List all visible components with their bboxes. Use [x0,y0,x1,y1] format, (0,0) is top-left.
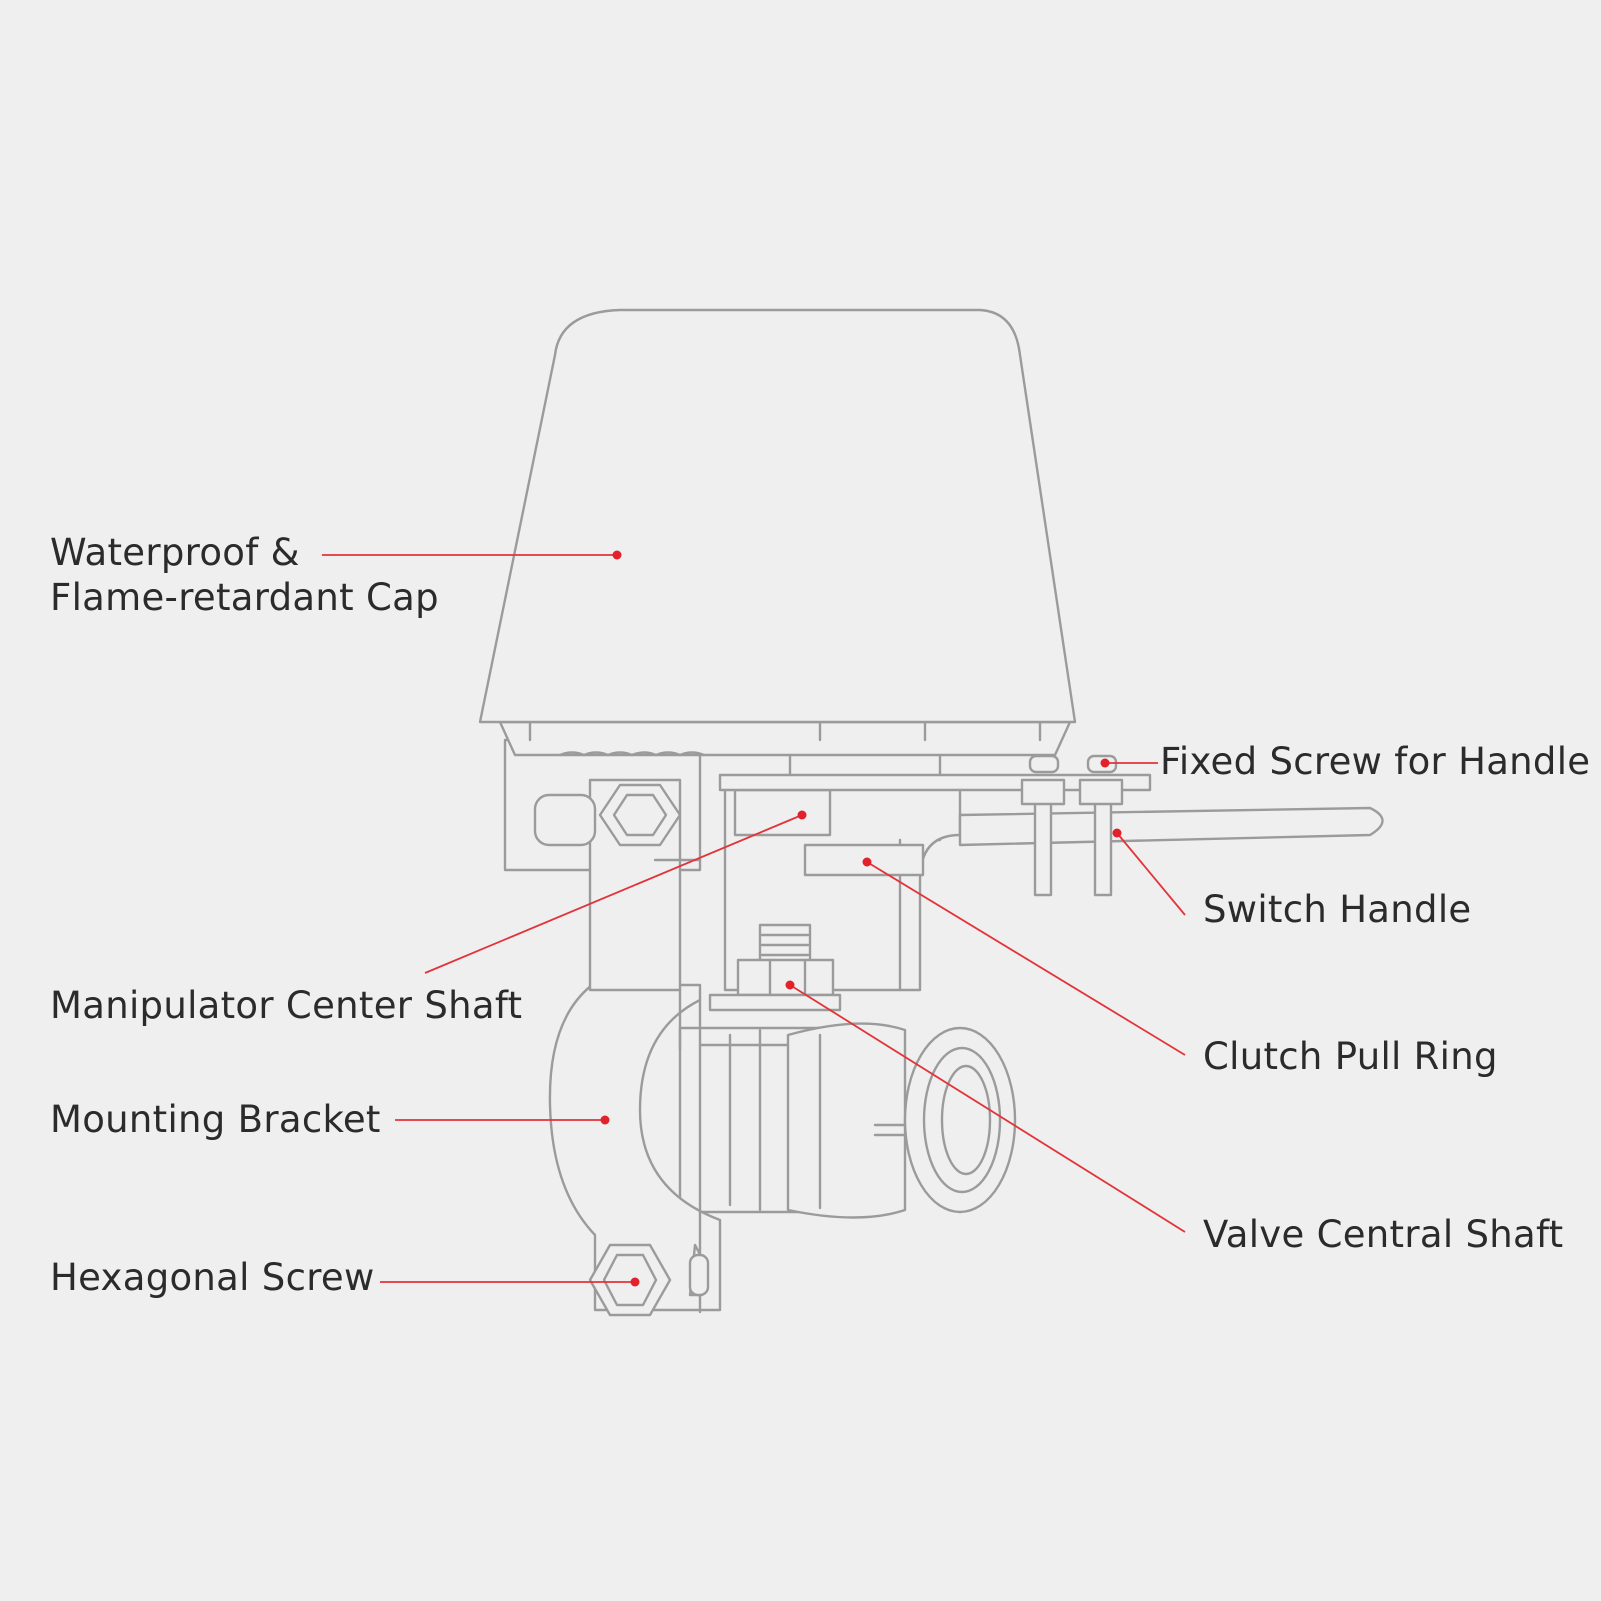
label-mounting-bracket: Mounting Bracket [50,1098,381,1141]
waterproof-cap [478,308,1077,724]
dot-hex-screw [630,1277,640,1287]
label-fixed-screw: Fixed Screw for Handle [1160,740,1591,783]
label-valve-shaft: Valve Central Shaft [1203,1213,1564,1256]
dot-mounting-bracket [600,1115,610,1125]
hexagonal-screw-lower [588,1243,672,1317]
leader-valve-shaft [789,984,1186,1233]
valve-shaft-nut [708,923,842,1012]
pipe-valve-body [678,1022,1017,1219]
label-hex-screw: Hexagonal Screw [50,1256,375,1299]
cap-base-ring [498,720,1072,757]
dot-cap [612,550,622,560]
mounting-bracket [548,983,722,1314]
leader-clutch-ring [866,861,1186,1056]
label-waterproof-cap: Waterproof & Flame-retardant Cap [50,530,439,620]
dot-clutch-ring [862,857,872,867]
label-clutch-ring: Clutch Pull Ring [1203,1035,1498,1078]
leader-lines [322,550,1186,1287]
switch-handle [718,754,1384,897]
dot-manipulator-shaft [797,810,807,820]
label-cap-line1: Waterproof & [50,531,300,574]
actuator-body-block [503,738,702,992]
label-manipulator-shaft: Manipulator Center Shaft [50,984,523,1027]
leader-manipulator-shaft [424,814,803,974]
label-cap-line2: Flame-retardant Cap [50,576,439,619]
leader-switch-handle [1116,832,1186,916]
dot-switch-handle [1112,828,1122,838]
label-switch-handle: Switch Handle [1203,888,1472,931]
dot-valve-shaft [785,980,795,990]
dot-fixed-screw [1100,758,1110,768]
